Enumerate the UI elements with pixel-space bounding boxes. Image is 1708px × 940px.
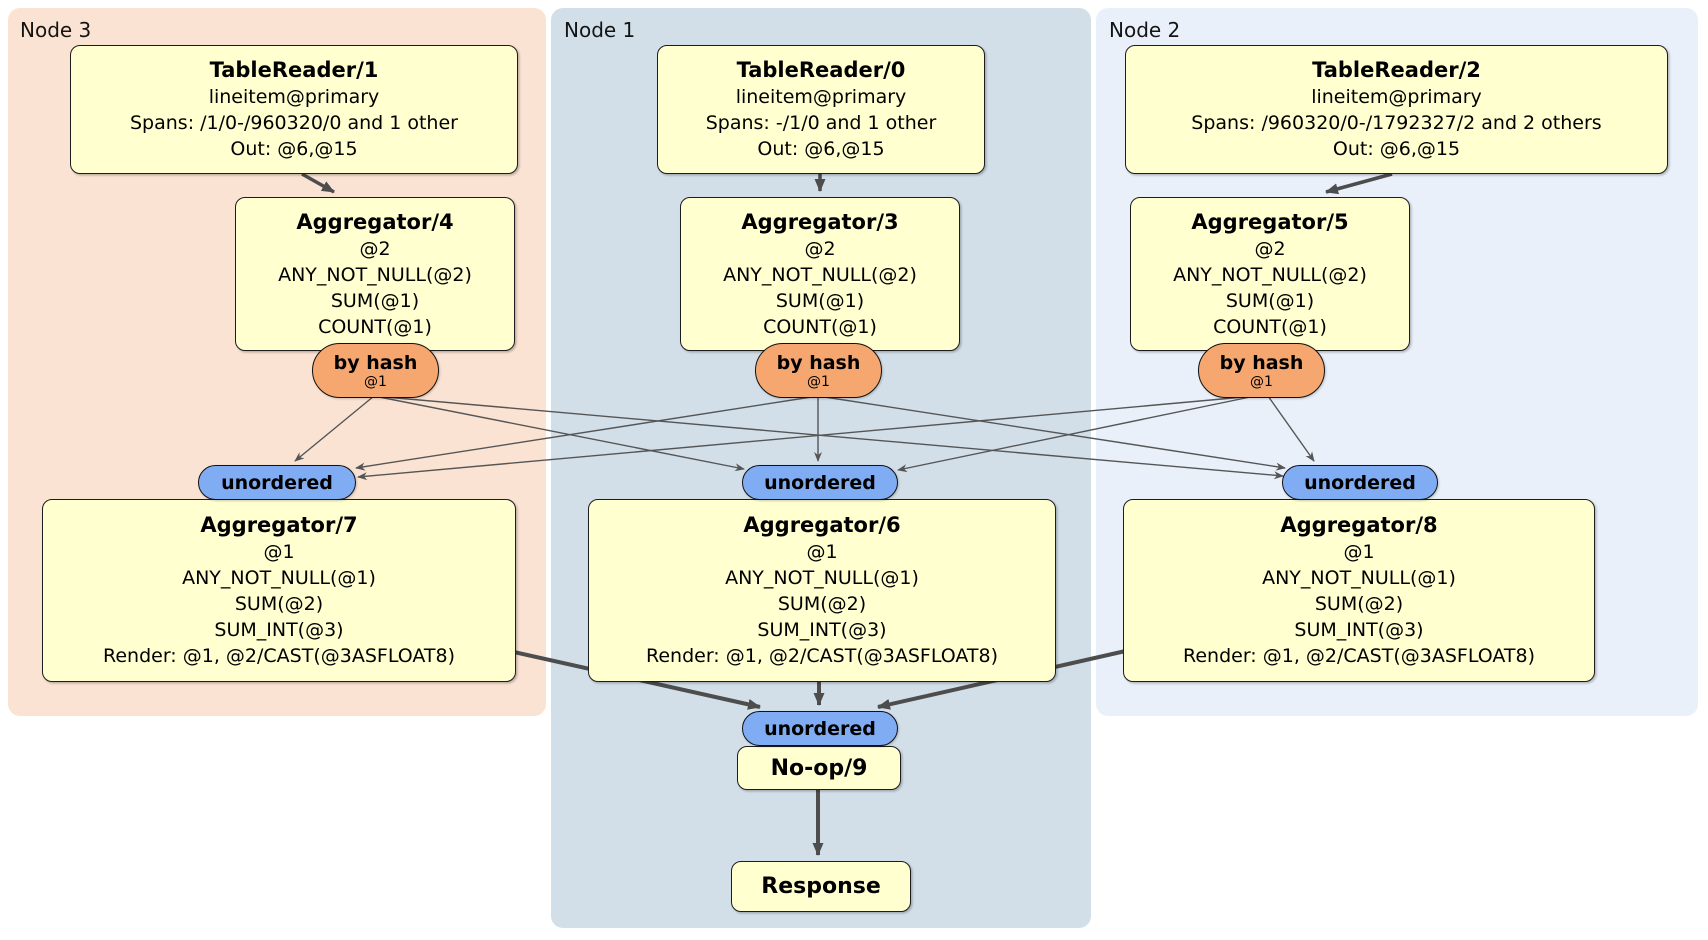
sync-label: unordered bbox=[764, 471, 876, 494]
processor-line: SUM_INT(@3) bbox=[757, 619, 887, 641]
processor-tablereader-0: TableReader/0 lineitem@primary Spans: -/… bbox=[657, 45, 985, 174]
processor-line: Spans: /1/0-/960320/0 and 1 other bbox=[130, 112, 458, 134]
node-group-1-label: Node 1 bbox=[564, 18, 636, 42]
edge-byhash5-unordered7 bbox=[357, 395, 1256, 481]
processor-line: @1 bbox=[806, 541, 838, 563]
processor-line: ANY_NOT_NULL(@1) bbox=[1262, 567, 1456, 589]
sync-label: unordered bbox=[221, 471, 333, 494]
sync-unordered-8: unordered bbox=[1282, 465, 1438, 500]
processor-title: Aggregator/6 bbox=[743, 513, 901, 537]
edge-byhash5-unordered8 bbox=[1267, 395, 1315, 462]
processor-line: lineitem@primary bbox=[208, 86, 380, 108]
processor-aggregator-5: Aggregator/5 @2 ANY_NOT_NULL(@2) SUM(@1)… bbox=[1130, 197, 1410, 351]
processor-line: SUM_INT(@3) bbox=[1294, 619, 1424, 641]
processor-line: ANY_NOT_NULL(@2) bbox=[1173, 263, 1367, 286]
sync-unordered-9: unordered bbox=[742, 711, 898, 746]
processor-line: @1 bbox=[263, 541, 295, 563]
processor-title: Aggregator/8 bbox=[1280, 513, 1438, 537]
processor-line: @1 bbox=[1343, 541, 1375, 563]
processor-line: Out: @6,@15 bbox=[230, 138, 358, 160]
router-label: by hash bbox=[1219, 351, 1304, 374]
processor-title: No-op/9 bbox=[770, 755, 868, 781]
processor-line: Render: @1, @2/CAST(@3ASFLOAT8) bbox=[646, 645, 998, 667]
edge-byhash4-unordered6 bbox=[373, 395, 745, 472]
processor-title: Aggregator/3 bbox=[741, 209, 899, 234]
processor-line: Spans: /960320/0-/1792327/2 and 2 others bbox=[1191, 112, 1602, 134]
processor-line: Out: @6,@15 bbox=[1332, 138, 1461, 160]
processor-line: SUM(@2) bbox=[777, 593, 867, 615]
edge-byhash4-unordered7 bbox=[294, 395, 375, 462]
processor-tablereader-1: TableReader/1 lineitem@primary Spans: /1… bbox=[70, 45, 518, 174]
processor-line: ANY_NOT_NULL(@2) bbox=[723, 263, 917, 286]
processor-line: SUM(@1) bbox=[775, 289, 865, 312]
processor-line: SUM(@2) bbox=[234, 593, 324, 615]
processor-line: Render: @1, @2/CAST(@3ASFLOAT8) bbox=[1183, 645, 1535, 667]
processor-line: @2 bbox=[359, 237, 391, 260]
processor-aggregator-7: Aggregator/7 @1 ANY_NOT_NULL(@1) SUM(@2)… bbox=[42, 499, 516, 682]
processor-line: @2 bbox=[1254, 237, 1286, 260]
processor-line: ANY_NOT_NULL(@1) bbox=[182, 567, 376, 589]
sync-label: unordered bbox=[1304, 471, 1416, 494]
router-detail: @1 bbox=[807, 373, 830, 390]
processor-title: Aggregator/7 bbox=[200, 513, 358, 537]
edge-byhash3-unordered7 bbox=[355, 395, 819, 471]
processor-line: lineitem@primary bbox=[1311, 86, 1482, 108]
edge-byhash3-unordered8 bbox=[817, 395, 1286, 471]
router-label: by hash bbox=[333, 351, 418, 374]
processor-line: COUNT(@1) bbox=[1213, 315, 1327, 338]
sync-label: unordered bbox=[764, 717, 876, 740]
router-byhash-5: by hash @1 bbox=[1198, 343, 1325, 398]
edge-tablereader1-aggregator4 bbox=[301, 172, 335, 194]
processor-line: SUM(@1) bbox=[330, 289, 420, 312]
node-group-2-label: Node 2 bbox=[1109, 18, 1181, 42]
processor-noop-9: No-op/9 bbox=[737, 746, 901, 790]
processor-aggregator-6: Aggregator/6 @1 ANY_NOT_NULL(@1) SUM(@2)… bbox=[588, 499, 1056, 682]
processor-title: Response bbox=[761, 874, 881, 899]
processor-response: Response bbox=[731, 861, 911, 912]
sync-unordered-7: unordered bbox=[198, 465, 356, 500]
node-group-3-label: Node 3 bbox=[20, 18, 92, 42]
router-detail: @1 bbox=[364, 373, 387, 390]
edge-tablereader2-aggregator5 bbox=[1325, 172, 1393, 195]
processor-line: Render: @1, @2/CAST(@3ASFLOAT8) bbox=[103, 645, 455, 667]
processor-line: @2 bbox=[804, 237, 836, 260]
processor-aggregator-3: Aggregator/3 @2 ANY_NOT_NULL(@2) SUM(@1)… bbox=[680, 197, 960, 351]
processor-line: Out: @6,@15 bbox=[757, 138, 885, 160]
processor-line: SUM(@2) bbox=[1314, 593, 1404, 615]
processor-line: SUM_INT(@3) bbox=[214, 619, 344, 641]
processor-line: ANY_NOT_NULL(@2) bbox=[278, 263, 472, 286]
edge-byhash4-unordered8 bbox=[373, 395, 1284, 480]
router-detail: @1 bbox=[1250, 373, 1273, 390]
router-byhash-4: by hash @1 bbox=[312, 343, 439, 398]
processor-tablereader-2: TableReader/2 lineitem@primary Spans: /9… bbox=[1125, 45, 1668, 174]
processor-line: ANY_NOT_NULL(@1) bbox=[725, 567, 919, 589]
processor-title: TableReader/1 bbox=[209, 58, 379, 82]
edge-byhash5-unordered6 bbox=[897, 395, 1256, 473]
router-byhash-3: by hash @1 bbox=[755, 343, 882, 398]
processor-line: COUNT(@1) bbox=[318, 315, 432, 338]
processor-title: Aggregator/4 bbox=[296, 209, 454, 234]
processor-line: COUNT(@1) bbox=[763, 315, 877, 338]
router-label: by hash bbox=[776, 351, 861, 374]
processor-title: TableReader/0 bbox=[736, 58, 906, 82]
processor-line: lineitem@primary bbox=[735, 86, 907, 108]
processor-title: TableReader/2 bbox=[1312, 58, 1481, 82]
processor-title: Aggregator/5 bbox=[1191, 209, 1349, 234]
sync-unordered-6: unordered bbox=[742, 465, 898, 500]
processor-line: Spans: -/1/0 and 1 other bbox=[705, 112, 937, 134]
processor-aggregator-4: Aggregator/4 @2 ANY_NOT_NULL(@2) SUM(@1)… bbox=[235, 197, 515, 351]
processor-aggregator-8: Aggregator/8 @1 ANY_NOT_NULL(@1) SUM(@2)… bbox=[1123, 499, 1595, 682]
processor-line: SUM(@1) bbox=[1225, 289, 1315, 312]
